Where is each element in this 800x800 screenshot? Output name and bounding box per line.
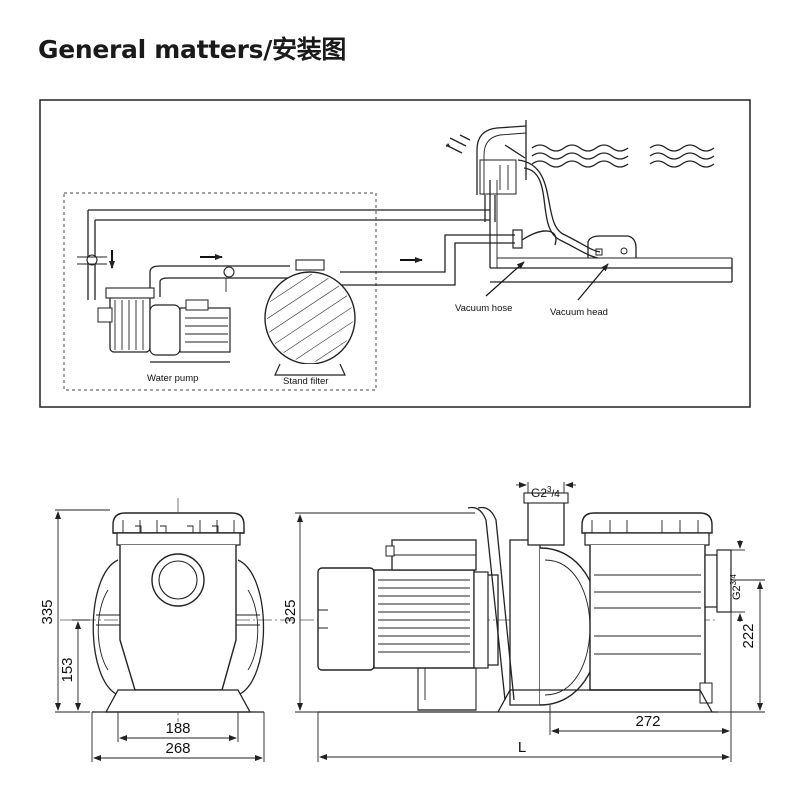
- dim-height-inlet: 222: [740, 623, 757, 648]
- vacuum-head: [587, 235, 637, 258]
- dim-outlet-size: G23/4: [531, 485, 560, 500]
- dim-height-axis: 153: [59, 657, 76, 682]
- pressure-piping: [149, 265, 290, 297]
- vacuum-head-pointer: [577, 263, 609, 301]
- pump-side-view: [300, 492, 732, 713]
- vacuum-hose-label: Vacuum hose: [455, 303, 512, 314]
- dim-length-total: L: [518, 739, 526, 756]
- pump-front-view: [60, 498, 295, 722]
- stand-filter: [264, 259, 356, 376]
- installation-diagram: Water pump Stand filter: [39, 99, 751, 408]
- equipment-area: [63, 192, 377, 391]
- suction-piping: [77, 195, 523, 300]
- water-pump-small: [97, 287, 231, 363]
- flow-arrows: [109, 250, 423, 269]
- light-icon: [445, 134, 471, 154]
- dim-width-total: 268: [165, 740, 190, 757]
- dim-inlet-size: G23/4: [729, 574, 743, 600]
- dim-height-outlet: 325: [282, 599, 299, 624]
- page-title: General matters/安装图: [38, 35, 347, 64]
- front-view-dimensions: [55, 509, 265, 762]
- dim-length-inlet: 272: [635, 713, 660, 730]
- vacuum-hose-pointer: [485, 261, 525, 297]
- dim-height-total: 335: [39, 599, 56, 624]
- pool-structure: [476, 120, 733, 283]
- vacuum-head-label: Vacuum head: [550, 307, 608, 318]
- diagram-frame: [39, 99, 751, 408]
- water-waves: [531, 144, 715, 168]
- dim-width-base: 188: [165, 720, 190, 737]
- stand-filter-label: Stand filter: [283, 376, 328, 387]
- water-pump-label: Water pump: [147, 373, 198, 384]
- side-view-dimensions: [295, 482, 765, 762]
